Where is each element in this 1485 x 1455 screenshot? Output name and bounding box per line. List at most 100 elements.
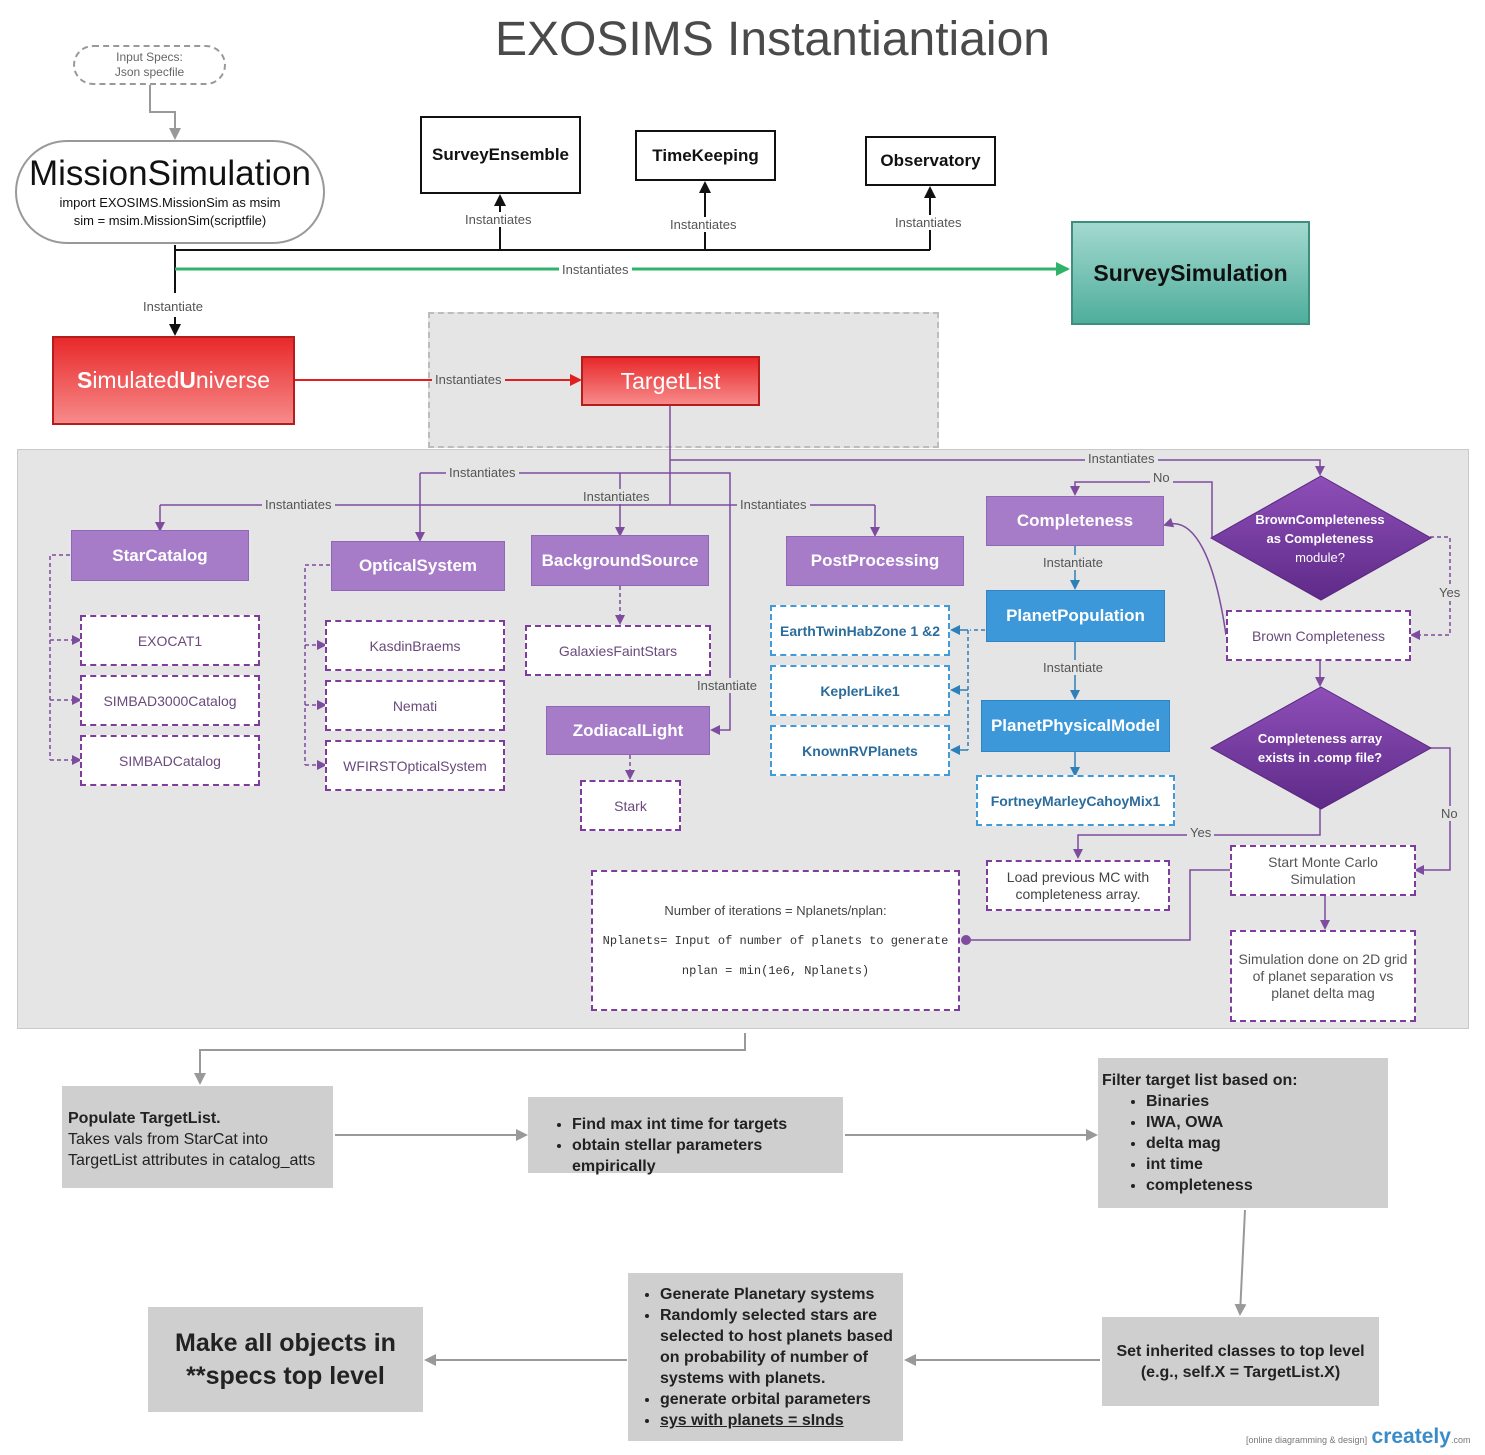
find-max-item1: Find max int time for targets (572, 1114, 843, 1135)
generate-item-cont: selected to host planets based (660, 1328, 893, 1345)
diagram-title: EXOSIMS Instantiantiaion (495, 13, 1050, 66)
array-decision-diamond (1210, 686, 1432, 810)
filter-item: IWA, OWA (1146, 1112, 1384, 1133)
filter-heading: Filter target list based on: (1102, 1072, 1298, 1089)
populate-line2: Takes vals from StarCat into (68, 1131, 269, 1148)
load-previous-node: Load previous MC with completeness array… (986, 860, 1170, 911)
fortney-node: FortneyMarleyCahoyMix1 (976, 775, 1175, 826)
set-inherited-node: Set inherited classes to top level (e.g.… (1102, 1317, 1379, 1406)
su-letter-s: S (76, 367, 93, 393)
creately-logo: creately (1371, 1425, 1451, 1448)
mission-simulation-title: MissionSimulation (28, 154, 312, 193)
label-yes-brown: Yes (1436, 585, 1464, 600)
filter-item: Binaries (1146, 1091, 1384, 1112)
label-instantiate-universe: Instantiate (140, 299, 206, 314)
footer-tag: [online diagramming & design] (1246, 1435, 1368, 1445)
mission-simulation-node: MissionSimulation import EXOSIMS.Mission… (15, 140, 325, 244)
grid-line3: planet delta mag (1271, 984, 1375, 1001)
simbad3000-node: SIMBAD3000Catalog (80, 675, 260, 726)
knownrv-node: KnownRVPlanets (770, 725, 950, 776)
generate-item: sys with planets = sInds (660, 1410, 903, 1431)
kasdin-node: KasdinBraems (325, 620, 505, 671)
su-niverse: niverse (195, 367, 271, 393)
monte-carlo-line2: Simulation (1290, 870, 1356, 887)
label-instantiates-starcatalog: Instantiates (262, 497, 335, 512)
array-q-line2: exists in .comp file? (1257, 750, 1383, 765)
generate-item: Generate Planetary systems (660, 1284, 903, 1305)
set-inherited-line1: Set inherited classes to top level (1116, 1342, 1365, 1360)
generate-item-cont: systems with planets. (660, 1370, 826, 1387)
grid-line2: of planet separation vs (1252, 967, 1394, 984)
load-previous-line1: Load previous MC with (1006, 868, 1150, 885)
brown-decision-diamond (1210, 475, 1432, 601)
label-instantiates-survey-sim: Instantiates (559, 262, 632, 277)
label-no-brown: No (1150, 470, 1173, 485)
label-instantiates-completeness: Instantiates (1085, 451, 1158, 466)
populate-line3: TargetList attributes in catalog_atts (68, 1152, 316, 1169)
label-instantiates-ensemble: Instantiates (462, 212, 535, 227)
label-instantiate-population: Instantiate (1040, 555, 1106, 570)
brown-decision-text: BrownCompleteness as Completeness module… (1240, 508, 1400, 568)
generate-list: Generate Planetary systems Randomly sele… (646, 1284, 903, 1431)
populate-targetlist-node: Populate TargetList. Takes vals from Sta… (62, 1086, 333, 1188)
optical-system-node: OpticalSystem (331, 541, 505, 591)
iterations-line1: Number of iterations = Nplanets/nplan: (664, 902, 887, 918)
grid-line1: Simulation done on 2D grid (1238, 950, 1408, 967)
label-instantiates-targetlist: Instantiates (432, 372, 505, 387)
simbad-node: SIMBADCatalog (80, 735, 260, 786)
generate-item: generate orbital parameters (660, 1389, 903, 1410)
input-specs-line1: Input Specs: (116, 50, 183, 64)
label-instantiate-zodiacal: Instantiate (694, 678, 760, 693)
input-specs-line2: Json specfile (114, 65, 185, 79)
planet-population-node: PlanetPopulation (986, 590, 1165, 642)
iterations-line2: Nplanets= Input of number of planets to … (602, 933, 949, 948)
target-list-node: TargetList (581, 356, 760, 406)
wfirst-node: WFIRSTOpticalSystem (325, 740, 505, 791)
generate-node: Generate Planetary systems Randomly sele… (628, 1273, 903, 1441)
planet-physical-model-node: PlanetPhysicalModel (981, 700, 1170, 752)
filter-list: Binaries IWA, OWA delta mag int time com… (1102, 1091, 1384, 1196)
background-source-node: BackgroundSource (531, 535, 709, 586)
monte-carlo-line1: Start Monte Carlo (1268, 853, 1378, 870)
keplerlike-node: KeplerLike1 (770, 665, 950, 716)
generate-item: Randomly selected stars are (660, 1305, 903, 1326)
su-imulated: imulated (92, 367, 180, 393)
label-instantiate-physical: Instantiate (1040, 660, 1106, 675)
survey-ensemble-node: SurveyEnsemble (420, 116, 581, 194)
array-decision-text: Completeness array exists in .comp file? (1240, 726, 1400, 770)
time-keeping-node: TimeKeeping (635, 130, 776, 181)
nemati-node: Nemati (325, 680, 505, 731)
creately-suffix: .com (1450, 1435, 1471, 1445)
array-q-line1: Completeness array (1257, 731, 1383, 746)
label-instantiates-background: Instantiates (580, 489, 653, 504)
su-letter-u: U (179, 367, 196, 393)
filter-node: Filter target list based on: Binaries IW… (1098, 1058, 1388, 1208)
find-max-node: Find max int time for targets obtain ste… (528, 1097, 843, 1175)
populate-bold: Populate TargetList. (68, 1110, 221, 1127)
input-specs-node: Input Specs: Json specfile (73, 45, 226, 85)
observatory-node: Observatory (865, 136, 996, 186)
label-instantiates-postprocessing: Instantiates (737, 497, 810, 512)
earthtwin-node: EarthTwinHabZone 1 &2 (770, 605, 950, 656)
find-max-item2: obtain stellar parameters empirically (572, 1135, 843, 1177)
zodiacal-light-node: ZodiacalLight (546, 706, 710, 755)
filter-item: int time (1146, 1154, 1384, 1175)
filter-item: completeness (1146, 1175, 1384, 1196)
grid-simulation-node: Simulation done on 2D grid of planet sep… (1230, 930, 1416, 1022)
load-previous-line2: completeness array. (1015, 885, 1141, 902)
footer-brand: [online diagramming & design] creately.c… (1246, 1425, 1470, 1449)
completeness-node: Completeness (986, 496, 1164, 546)
label-no-array: No (1438, 806, 1461, 821)
make-all-node: Make all objects in **specs top level (148, 1307, 423, 1412)
filter-item: delta mag (1146, 1133, 1384, 1154)
generate-item-text: Randomly selected stars are (660, 1307, 877, 1324)
post-processing-node: PostProcessing (786, 536, 964, 586)
find-max-list: Find max int time for targets obtain ste… (558, 1114, 843, 1177)
iterations-line3: nplan = min(1e6, Nplanets) (681, 963, 870, 978)
generate-item-cont: on probability of number of (660, 1349, 868, 1366)
label-instantiates-observatory: Instantiates (892, 215, 965, 230)
label-yes-array: Yes (1187, 825, 1215, 840)
mission-simulation-line1: import EXOSIMS.MissionSim as msim (59, 195, 281, 210)
mission-simulation-line2: sim = msim.MissionSim(scriptfile) (73, 213, 267, 228)
